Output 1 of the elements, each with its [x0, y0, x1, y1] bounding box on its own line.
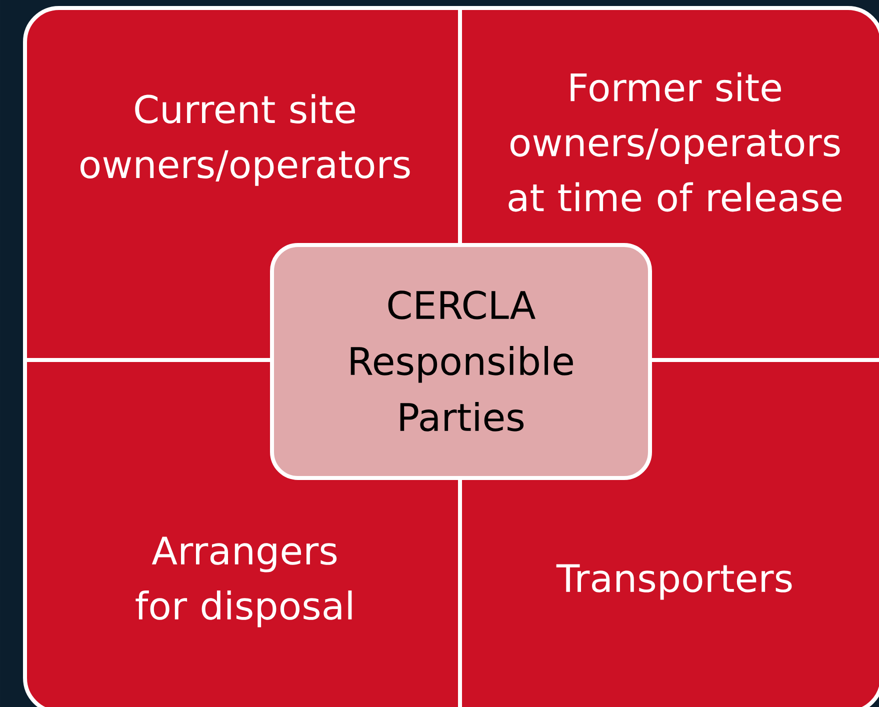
center-box: CERCLA Responsible Parties — [270, 243, 652, 480]
